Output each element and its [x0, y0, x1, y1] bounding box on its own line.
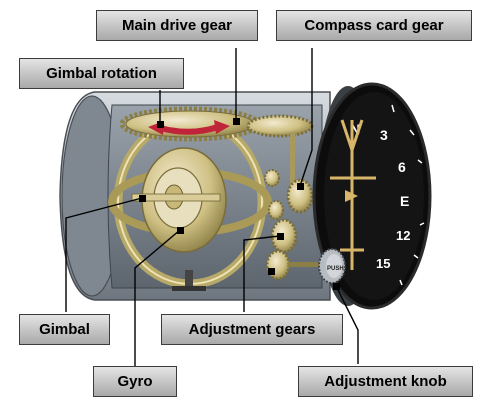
label-main-drive-gear: Main drive gear: [96, 10, 258, 41]
label-adjustment-knob: Adjustment knob: [298, 366, 473, 397]
dial-mark-12: 12: [396, 228, 410, 243]
label-gimbal: Gimbal: [19, 314, 110, 345]
label-compass-card-gear: Compass card gear: [276, 10, 472, 41]
dial-mark-15: 15: [376, 256, 390, 271]
compass-card-gear-top: [248, 116, 312, 136]
label-gyro: Gyro: [93, 366, 177, 397]
gimbal-stand-foot: [172, 286, 206, 291]
dot-adjustment-gears-lower: [268, 268, 275, 275]
dot-gimbal: [139, 195, 146, 202]
adjustment-knob-text: PUSH: [327, 266, 344, 272]
dot-gyro: [177, 227, 184, 234]
label-adjustment-gears: Adjustment gears: [161, 314, 343, 345]
dot-adjustment-gears-upper: [277, 233, 284, 240]
dot-main-drive-gear: [233, 118, 240, 125]
dot-adjustment-knob: [333, 283, 340, 290]
label-gimbal-rotation: Gimbal rotation: [19, 58, 184, 89]
dial-mark-6: 6: [398, 159, 406, 175]
small-gear-upper: [265, 170, 279, 186]
small-gear-mid: [269, 201, 283, 219]
dot-compass-card-gear: [297, 183, 304, 190]
dial-mark-3: 3: [380, 127, 388, 143]
adjustment-knob: PUSH: [319, 249, 345, 283]
dot-gimbal-rotation: [157, 121, 164, 128]
dial-mark-e: E: [400, 193, 409, 209]
